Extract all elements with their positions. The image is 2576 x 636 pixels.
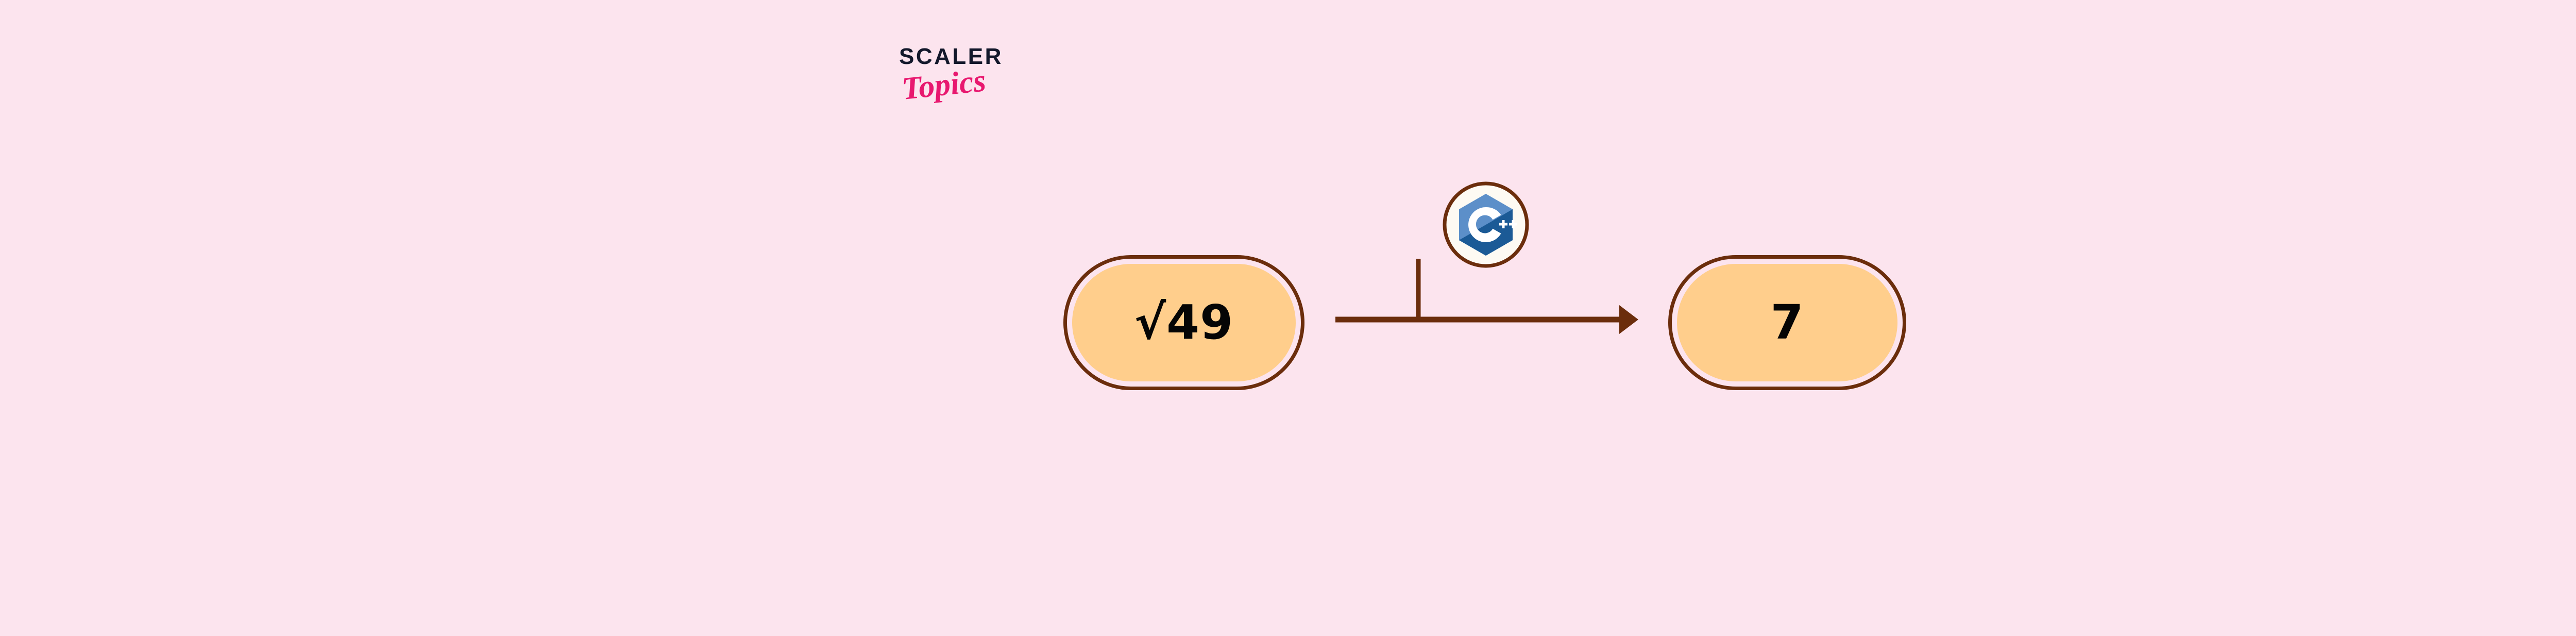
node-input-fill: √49 [1072,264,1296,381]
node-output-result: 7 [1668,255,1906,390]
cpp-logo-badge [1443,181,1529,268]
node-output-label: 7 [1770,295,1804,350]
connector-arrowhead-icon [1619,305,1638,334]
scaler-topics-logo: SCALER Topics [899,45,1033,133]
cpp-logo-icon [1459,194,1517,256]
cpp-plus-signs [1499,220,1517,228]
logo-wordmark-scaler: SCALER [899,44,1003,69]
node-input-label: √49 [1134,295,1234,350]
cpp-hex-dark [1459,209,1513,256]
node-output-fill: 7 [1677,264,1897,381]
node-input-expression: √49 [1063,255,1304,390]
cpp-letter-c [1468,207,1501,242]
